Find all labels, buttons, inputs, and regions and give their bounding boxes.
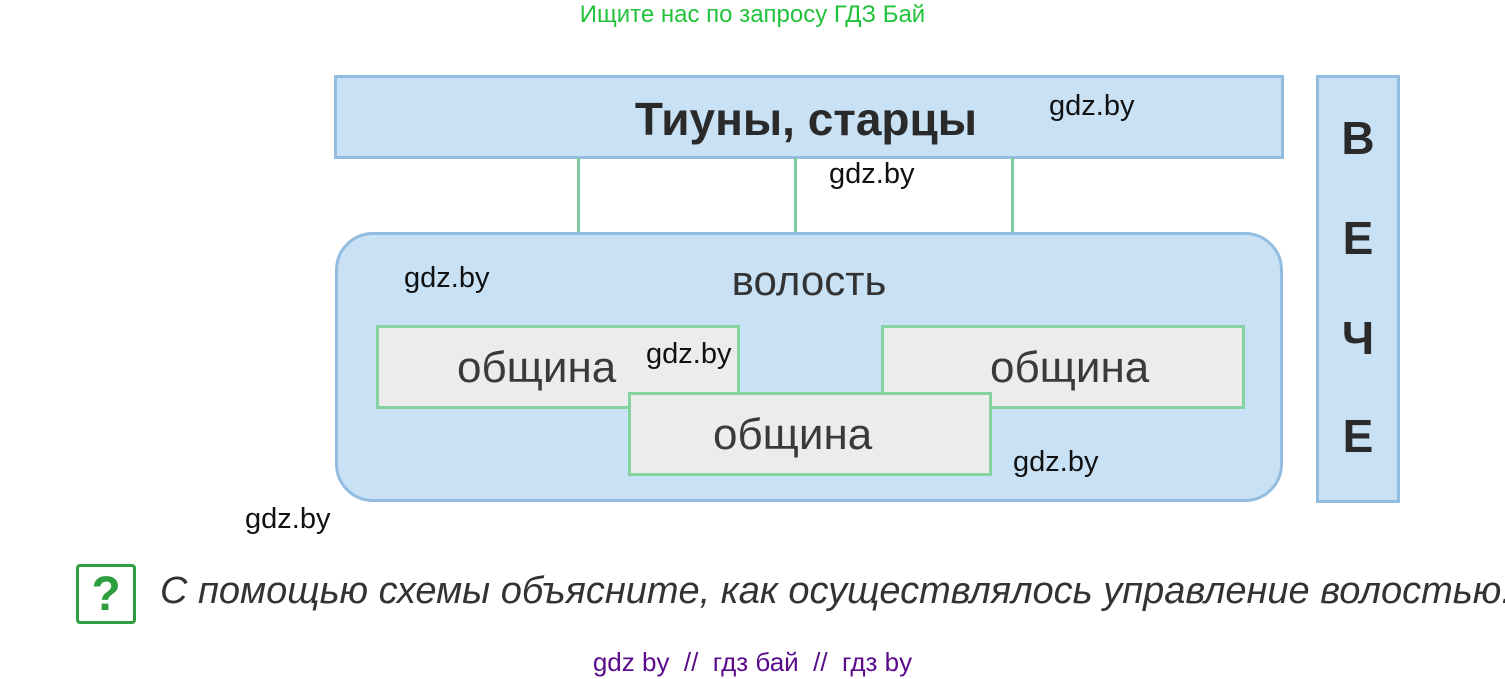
veche-box	[1316, 75, 1400, 503]
veche-letter: Е	[1342, 212, 1374, 264]
watermark: gdz.by	[245, 503, 331, 535]
connector-line-right	[1011, 158, 1014, 233]
question-glyph: ?	[91, 568, 121, 621]
veche-letter: Ч	[1341, 312, 1375, 364]
volost-label: волость	[731, 257, 887, 304]
officials-box	[334, 75, 1284, 159]
watermark: gdz.by	[646, 338, 732, 370]
connector-line-left	[577, 158, 580, 233]
community-box-bottom: община	[628, 392, 992, 476]
officials-label: Тиуны, старцы	[634, 93, 978, 145]
footer-watermark: gdz by // гдз бай // гдз by	[592, 647, 913, 677]
watermark: gdz.by	[1013, 446, 1099, 478]
watermark: gdz.by	[829, 158, 915, 190]
veche-letter: В	[1341, 112, 1375, 164]
watermark: gdz.by	[1049, 90, 1135, 122]
top-banner: Ищите нас по запросу ГДЗ Бай	[579, 1, 926, 28]
question-text: С помощью схемы объясните, как осуществл…	[160, 570, 1505, 612]
question-mark-icon: ?	[76, 564, 136, 624]
connector-line-center	[794, 158, 797, 233]
veche-letter: Е	[1342, 410, 1374, 462]
watermark: gdz.by	[404, 262, 490, 294]
